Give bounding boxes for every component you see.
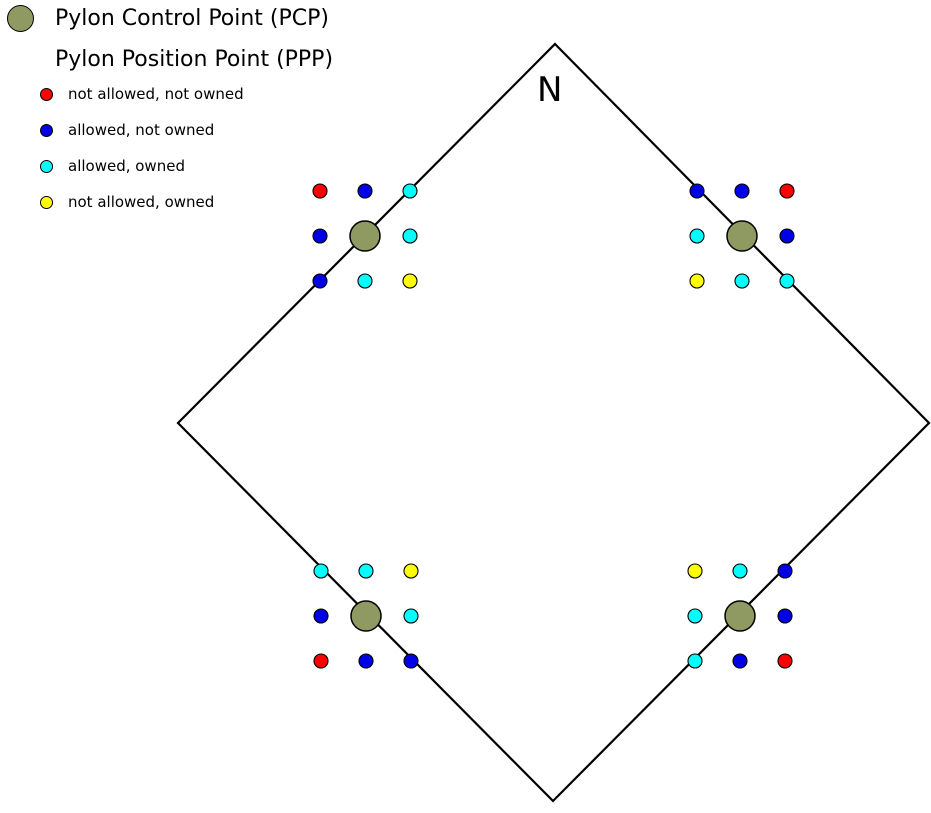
ppp-lower-left-yellow-dot	[403, 563, 419, 579]
ppp-lower-right-red-dot	[777, 653, 793, 669]
ppp-upper-right-blue-dot	[689, 183, 705, 199]
legend-item-label: allowed, owned	[68, 157, 185, 175]
legend-item-red: not allowed, not owned	[40, 85, 337, 103]
ppp-lower-right-blue-dot	[777, 563, 793, 579]
ppp-upper-left-cyan-dot	[357, 273, 373, 289]
ppp-lower-left-blue-dot	[313, 608, 329, 624]
legend-item-blue: allowed, not owned	[40, 121, 337, 139]
legend-pcp-label: Pylon Control Point (PCP)	[55, 6, 329, 31]
legend-item-yellow: not allowed, owned	[40, 193, 337, 211]
ppp-lower-right-cyan-dot	[687, 653, 703, 669]
ppp-lower-left-cyan-dot	[403, 608, 419, 624]
ppp-lower-right-cyan-dot	[732, 563, 748, 579]
pcp-lower-right	[724, 600, 756, 632]
ppp-upper-left-yellow-dot	[402, 273, 418, 289]
yellow-dot-icon	[40, 195, 53, 209]
ppp-upper-right-cyan-dot	[689, 228, 705, 244]
ppp-upper-right-yellow-dot	[689, 273, 705, 289]
blue-dot-icon	[40, 123, 53, 137]
cyan-dot-icon	[40, 159, 53, 173]
red-dot-icon	[40, 87, 53, 101]
ppp-lower-left-blue-dot	[358, 653, 374, 669]
ppp-lower-right-blue-dot	[777, 608, 793, 624]
legend-ppp-title: Pylon Position Point (PPP)	[55, 47, 334, 72]
ppp-lower-right-blue-dot	[732, 653, 748, 669]
pcp-upper-left	[349, 220, 381, 252]
ppp-upper-left-blue-dot	[357, 183, 373, 199]
ppp-upper-right-red-dot	[779, 183, 795, 199]
legend-item-label: allowed, not owned	[68, 121, 215, 139]
legend-items: not allowed, not owned allowed, not owned…	[7, 85, 337, 211]
ppp-upper-right-cyan-dot	[734, 273, 750, 289]
ppp-upper-left-cyan-dot	[402, 183, 418, 199]
legend: Pylon Control Point (PCP) Pylon Position…	[7, 5, 337, 229]
pcp-circle-icon	[7, 5, 34, 32]
compass-north-label: N	[537, 70, 563, 110]
ppp-lower-left-cyan-dot	[358, 563, 374, 579]
ppp-upper-left-cyan-dot	[402, 228, 418, 244]
ppp-lower-left-red-dot	[313, 653, 329, 669]
ppp-upper-left-blue-dot	[312, 273, 328, 289]
ppp-upper-right-cyan-dot	[779, 273, 795, 289]
legend-pcp-row: Pylon Control Point (PCP)	[7, 5, 337, 32]
ppp-upper-right-blue-dot	[779, 228, 795, 244]
ppp-lower-right-yellow-dot	[687, 563, 703, 579]
ppp-upper-right-blue-dot	[734, 183, 750, 199]
legend-item-label: not allowed, not owned	[68, 85, 244, 103]
legend-item-label: not allowed, owned	[68, 193, 215, 211]
ppp-lower-left-cyan-dot	[313, 563, 329, 579]
pcp-upper-right	[726, 220, 758, 252]
ppp-upper-left-blue-dot	[312, 228, 328, 244]
ppp-lower-right-cyan-dot	[687, 608, 703, 624]
ppp-upper-left-red-dot	[312, 183, 328, 199]
pcp-lower-left	[350, 600, 382, 632]
legend-item-cyan: allowed, owned	[40, 157, 337, 175]
ppp-lower-left-blue-dot	[403, 653, 419, 669]
sector-diamond-outline	[176, 42, 931, 803]
